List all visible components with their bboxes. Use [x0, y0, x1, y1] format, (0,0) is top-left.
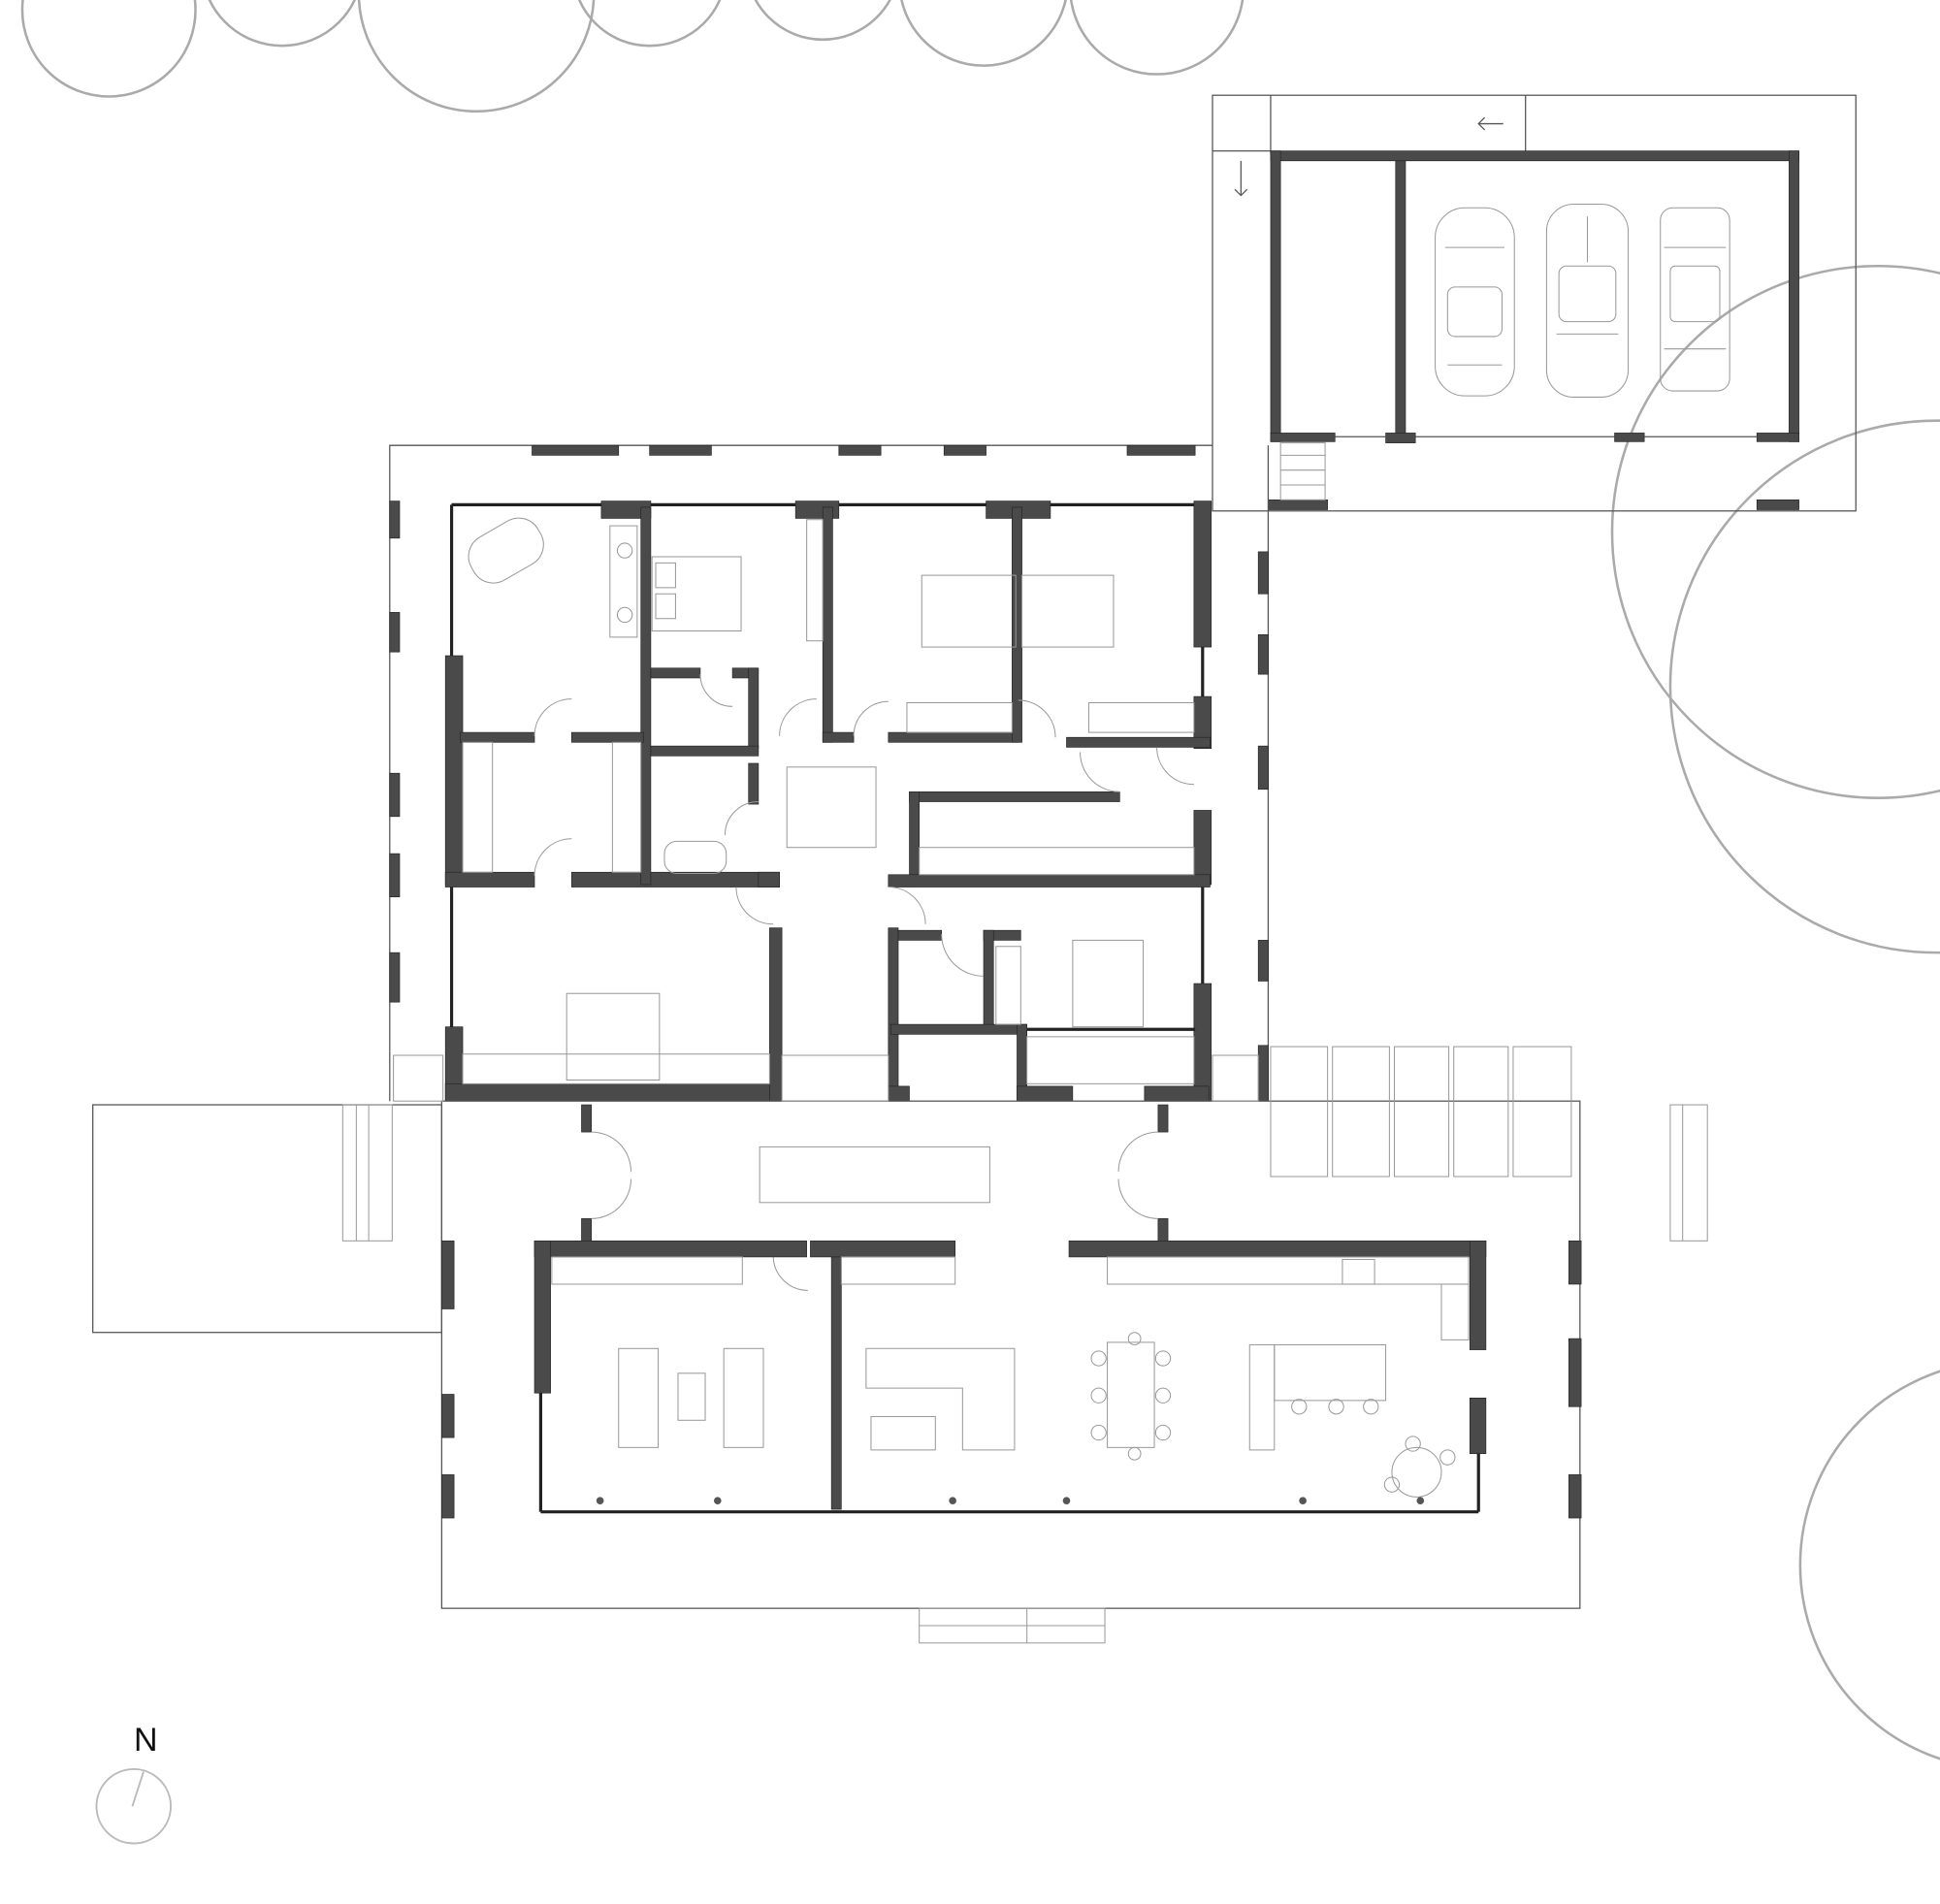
stairs-icon: [1279, 442, 1326, 500]
kitchen-island-icon: [1274, 1343, 1387, 1402]
north-arrow-icon: [95, 1768, 172, 1845]
dining-table-icon: [1107, 1341, 1155, 1448]
tree-canopy-icon: [1069, 0, 1245, 76]
bathtub-icon: [468, 517, 544, 584]
tree-canopy-icon: [900, 0, 1067, 67]
tree-canopies: [20, 0, 1940, 1760]
tree-canopy-icon: [20, 0, 197, 98]
stairs-icon: [341, 1054, 1708, 1644]
sofa-icon: [618, 1347, 660, 1448]
bed-icon: [921, 574, 1017, 648]
bedroom-wing: [389, 444, 1270, 1102]
car-icon: [1545, 203, 1630, 398]
bed-icon: [651, 556, 742, 632]
bathtub-icon: [663, 840, 728, 875]
tree-canopy-icon: [1798, 1370, 1940, 1760]
tree-canopy-icon: [208, 0, 357, 48]
bed-icon: [1072, 939, 1145, 1028]
living-wing: [92, 1046, 1708, 1644]
bed-icon: [566, 992, 661, 1081]
car-icon: [1660, 207, 1730, 392]
garage: [1212, 94, 1857, 512]
tree-canopy-icon: [577, 0, 722, 48]
tree-canopy-icon: [1610, 265, 1940, 799]
windows: [389, 444, 1269, 1102]
tree-canopy-icon: [357, 0, 596, 113]
tree-canopy-icon: [754, 0, 891, 42]
columns: [596, 1497, 1425, 1505]
north-label: N: [134, 1722, 158, 1759]
car-icon: [1435, 207, 1515, 397]
sofa-icon: [723, 1347, 764, 1448]
tree-canopy-icon: [1668, 419, 1940, 954]
bed-icon: [1021, 574, 1115, 648]
sofa-icon: [865, 1347, 1016, 1451]
